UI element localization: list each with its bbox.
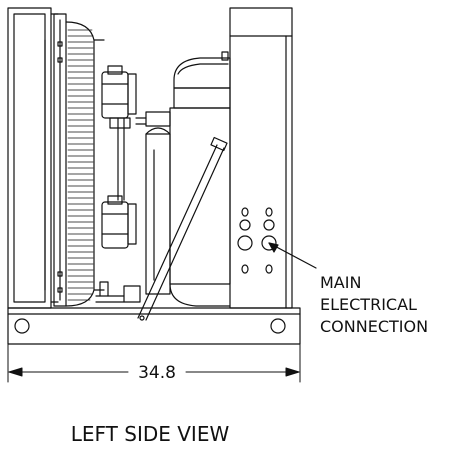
knockout-6 (261, 235, 277, 251)
condenser-frame (7, 7, 59, 309)
callout-line-3: CONNECTION (320, 317, 428, 336)
knockout-7 (241, 264, 249, 274)
compressor (145, 51, 231, 307)
refrigerant-piping (95, 111, 171, 303)
base-skid (7, 307, 301, 345)
callout-leader (268, 242, 317, 269)
view-title: LEFT SIDE VIEW (71, 422, 230, 446)
callout-line-1: MAIN (320, 273, 361, 292)
knockout-3 (239, 219, 251, 231)
fan-motor-lower (101, 195, 137, 249)
fan-motor-upper (101, 65, 137, 119)
fan-guard (65, 21, 105, 307)
knockout-5 (237, 235, 253, 251)
skid-mount-hole-right (270, 318, 286, 334)
knockout-4 (263, 219, 275, 231)
knockout-1 (241, 207, 249, 217)
brace-rod (137, 136, 228, 321)
dimension-value: 34.8 (138, 363, 176, 383)
dimension-line (7, 343, 301, 383)
knockout-8 (265, 264, 273, 274)
knockout-2 (265, 207, 273, 217)
condenser-coil (53, 13, 67, 307)
electrical-panel (229, 7, 293, 309)
skid-mount-hole-left (14, 318, 30, 334)
callout-line-2: ELECTRICAL (320, 295, 417, 314)
